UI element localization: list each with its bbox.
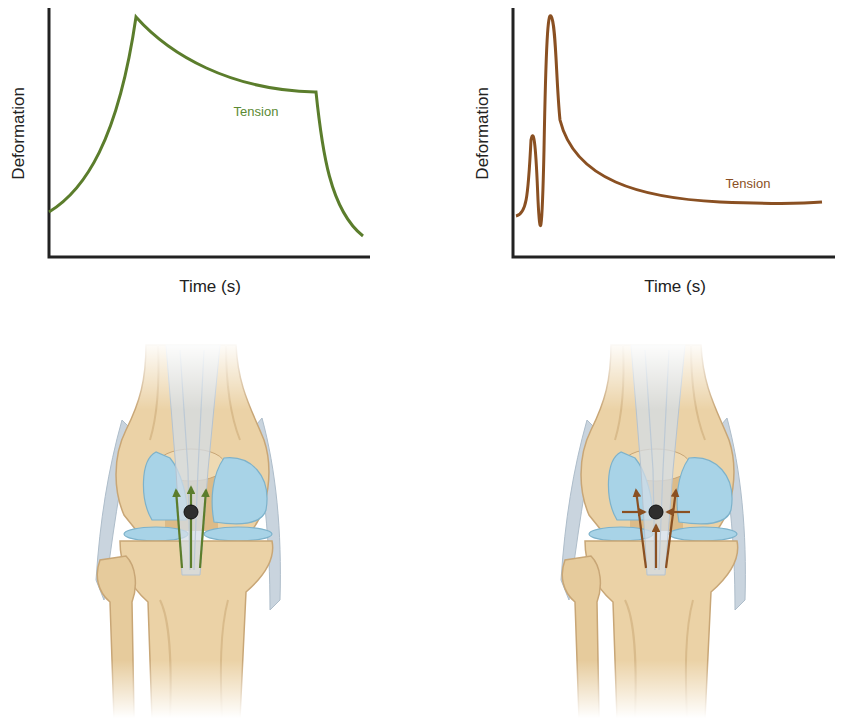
- curve-label: Tension: [234, 105, 279, 119]
- axis-label: Time (s): [644, 278, 706, 297]
- chart-axes: [49, 8, 370, 257]
- curve-label: Tension: [726, 177, 771, 191]
- force-arrows: [176, 487, 206, 568]
- load-point: [184, 505, 198, 519]
- knee-illustration: [60, 340, 320, 718]
- deformation-curve: [516, 16, 822, 226]
- axis-label: Deformation: [474, 87, 493, 180]
- axis-label: Time (s): [179, 278, 241, 297]
- load-point: [649, 505, 663, 519]
- axis-label: Deformation: [10, 87, 29, 180]
- force-arrows: [622, 490, 690, 568]
- chart-axes: [513, 8, 835, 257]
- knee-illustration: [525, 340, 785, 718]
- deformation-curve: [49, 17, 363, 236]
